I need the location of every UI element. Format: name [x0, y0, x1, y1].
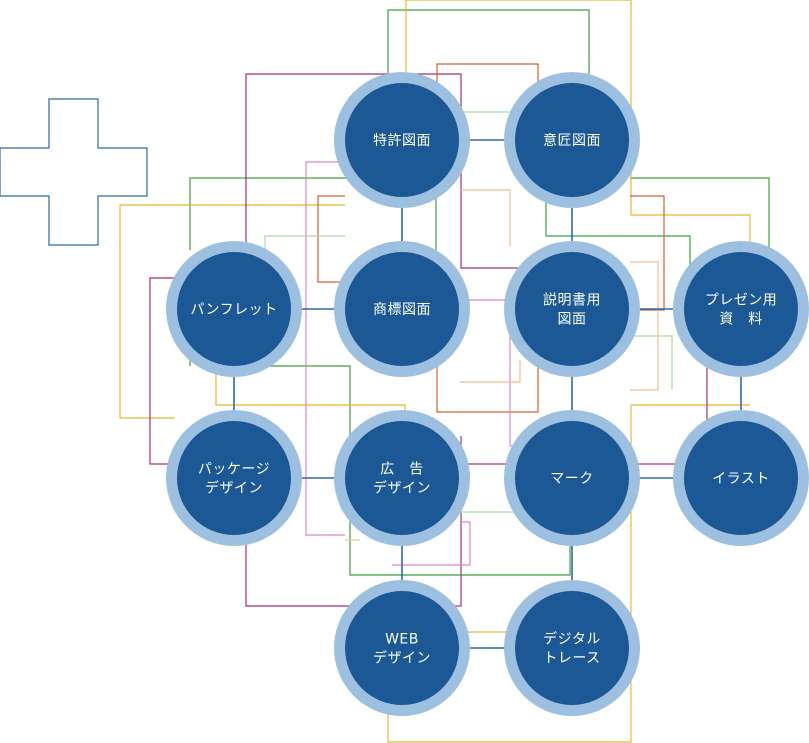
node-label: 図面: [558, 312, 587, 328]
node-disc: [515, 421, 629, 535]
connector-pink-left: [305, 161, 345, 536]
node-mark[interactable]: マーク: [504, 410, 640, 546]
node-disc: [177, 252, 291, 366]
node-disc: [515, 83, 629, 197]
node-label: デザイン: [205, 480, 263, 497]
node-disc: [345, 252, 459, 366]
node-label: デザイン: [373, 480, 431, 497]
connector-orange-left: [317, 195, 345, 283]
node-shohyo[interactable]: 商標図面: [334, 241, 470, 377]
main-links: [233, 139, 742, 649]
node-disc: [684, 252, 798, 366]
plus-cross-outline-icon: [0, 98, 148, 246]
node-label: プレゼン用: [705, 293, 778, 309]
nodes: 特許図面意匠図面パンフレット商標図面説明書用図面プレゼン用資 料パッケージデザイ…: [166, 72, 809, 716]
node-pamphlet[interactable]: パンフレット: [166, 241, 302, 377]
node-label: 広 告: [380, 462, 424, 478]
node-label: 説明書用: [543, 293, 601, 309]
node-disc: [345, 421, 459, 535]
node-label: 意匠図面: [543, 132, 601, 149]
node-label: 商標図面: [373, 302, 431, 318]
node-label: WEB: [385, 632, 419, 648]
connector-paths: [119, 0, 770, 743]
node-label: デザイン: [373, 650, 431, 667]
connector-purple-top: [245, 73, 570, 269]
node-label: デジタル: [543, 631, 601, 648]
node-web[interactable]: WEB デザイン: [334, 580, 470, 716]
node-disc: [515, 591, 629, 705]
connector-yellow-right: [630, 404, 750, 420]
connector-peach-mid: [460, 360, 521, 383]
node-illust[interactable]: イラスト: [673, 410, 809, 546]
node-label: トレース: [543, 651, 600, 667]
node-disc: [345, 83, 459, 197]
connector-lightgreen-right: [630, 335, 673, 390]
node-disc: [345, 591, 459, 705]
connector-orange-mid: [436, 365, 539, 413]
node-label: パンフレット: [190, 302, 277, 318]
node-label: 特許図面: [373, 133, 431, 149]
connector-yellow-bottom: [387, 420, 632, 743]
node-isho[interactable]: 意匠図面: [504, 72, 640, 208]
connector-yellow-left: [119, 204, 345, 419]
connector-lightgreen-mid: [264, 235, 345, 250]
node-label: パッケージ: [198, 462, 270, 478]
connector-peach-right: [630, 261, 659, 391]
connector-green-mid: [234, 365, 571, 576]
connector-orange-right: [630, 195, 665, 311]
node-label: マーク: [550, 471, 594, 487]
node-disc: [177, 421, 291, 535]
node-tokkyo[interactable]: 特許図面: [334, 72, 470, 208]
node-label: 資 料: [719, 312, 763, 328]
connector-green-left: [189, 177, 437, 250]
connector-pink-kokoku: [392, 521, 471, 566]
connector-green-top: [387, 9, 590, 80]
node-label: イラスト: [712, 471, 770, 487]
connector-green-right: [630, 177, 770, 250]
connector-purple-left: [149, 277, 175, 465]
node-disc: [515, 252, 629, 366]
node-disc: [684, 421, 798, 535]
connector-peach-top: [460, 189, 511, 246]
